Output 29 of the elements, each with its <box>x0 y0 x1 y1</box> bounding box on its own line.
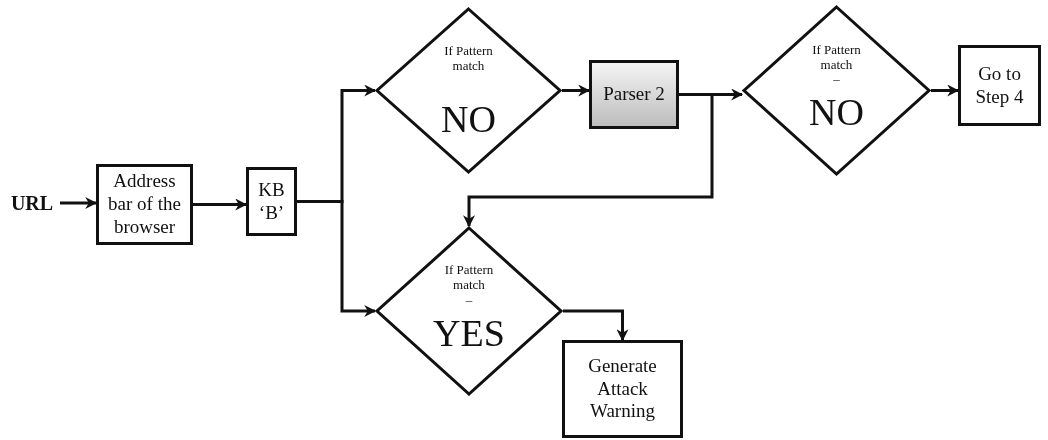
arrow <box>193 198 248 211</box>
process-box <box>958 45 1041 126</box>
arrow <box>297 200 377 317</box>
arrow <box>463 93 714 228</box>
decision-answer: NO <box>809 93 864 132</box>
decision-diamond <box>742 5 931 176</box>
decision-question: If Pattern match <box>443 263 495 294</box>
decision-answer: NO <box>441 99 496 138</box>
separator-text: – <box>833 72 840 86</box>
box-text: Go to Step 4 <box>974 62 1025 109</box>
arrow <box>60 197 98 209</box>
box-text: Generate Attack Warning <box>587 354 658 424</box>
process-box <box>589 60 679 129</box>
input-text: URL <box>10 191 54 215</box>
arrow <box>563 309 629 342</box>
decision-question: If Pattern match <box>811 42 862 73</box>
decision-question: If Pattern match <box>443 43 494 74</box>
arrow <box>562 84 591 97</box>
box-text: Parser 2 <box>603 83 665 106</box>
process-box <box>562 340 683 438</box>
box-text: Address bar of the browser <box>107 170 182 239</box>
separator-text: – <box>465 293 473 307</box>
process-box <box>96 164 193 245</box>
process-box <box>246 167 297 236</box>
decision-diamond <box>375 7 562 174</box>
decision-answer: YES <box>433 314 505 353</box>
box-text: KB ‘B’ <box>257 178 286 225</box>
arrow <box>931 84 960 97</box>
decision-diamond <box>375 226 563 396</box>
